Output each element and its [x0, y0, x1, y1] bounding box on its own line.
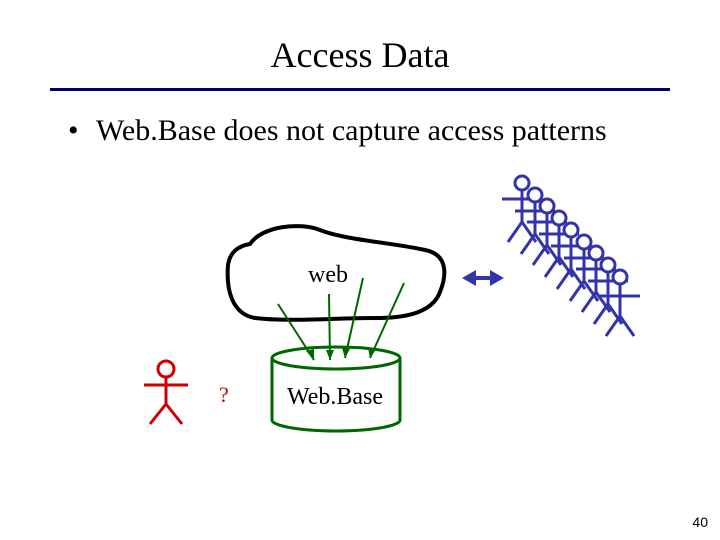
- database-cylinder: [270, 345, 402, 433]
- bullet-text: Web.Base does not capture access pattern…: [96, 114, 607, 147]
- ingest-arrowheads: [306, 348, 375, 360]
- bullet-marker: •: [68, 114, 79, 147]
- user-stick-figure-icon: [144, 359, 188, 425]
- cloud-label: web: [308, 262, 348, 288]
- page-number: 40: [692, 514, 708, 530]
- database-label: Web.Base: [287, 384, 384, 410]
- title-underline: [50, 88, 670, 91]
- web-cloud-shape: [225, 224, 447, 322]
- slide-title: Access Data: [270, 35, 450, 75]
- crowd-stick-figures: [502, 174, 640, 337]
- double-arrow-icon: [462, 270, 504, 286]
- user-question-label: ?: [219, 382, 229, 407]
- bullet-item: • Web.Base does not capture access patter…: [68, 114, 607, 148]
